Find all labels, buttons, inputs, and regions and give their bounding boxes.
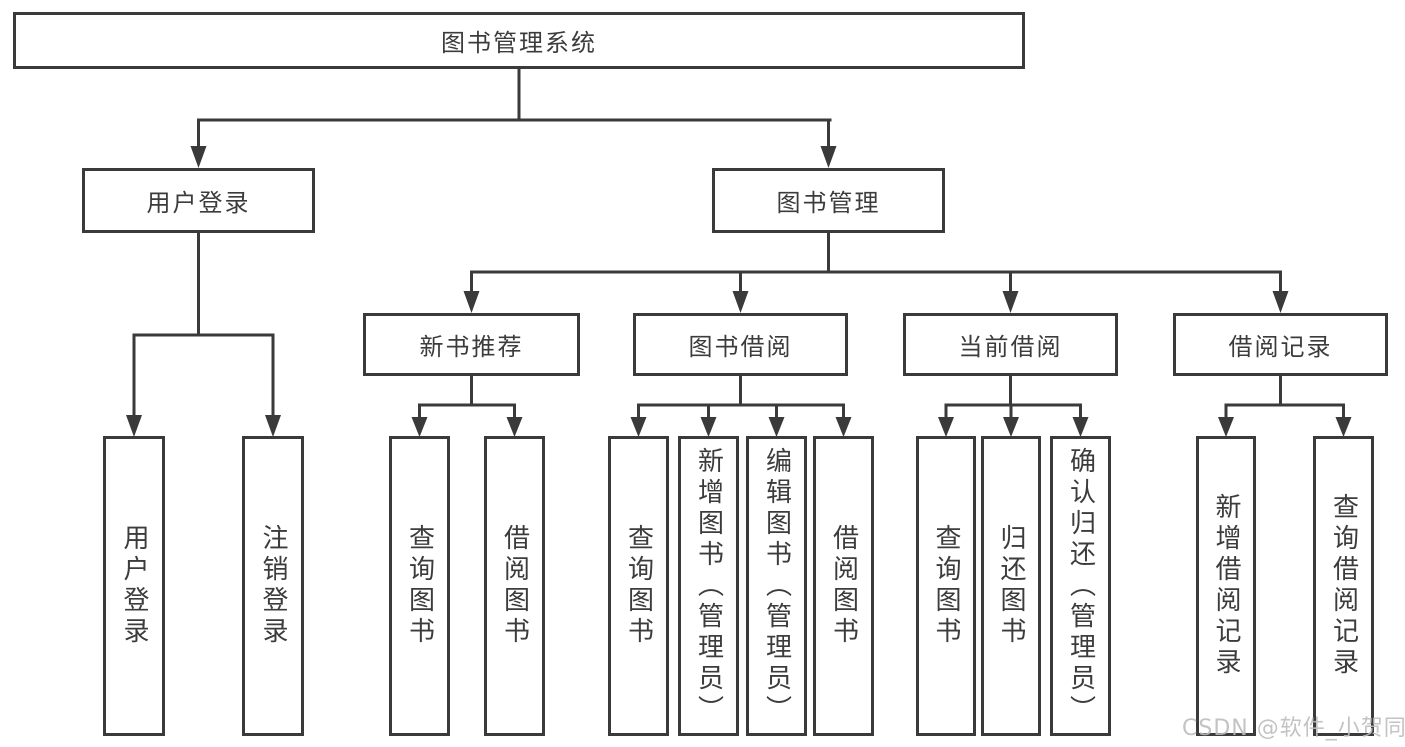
leaf-query-books-borrow: 查询图书 [608,436,669,736]
leaf-logout-label: 注销登录 [258,524,288,648]
leaf-add-books-admin: 新增图书（管理员） [678,436,739,736]
node-borrowing-records: 借阅记录 [1173,313,1388,376]
leaf-borrow-books-recommend: 借阅图书 [484,436,545,736]
leaf-user-login: 用户登录 [103,436,165,736]
leaf-query-books-current: 查询图书 [916,436,976,736]
node-new-book-recommendation: 新书推荐 [363,313,580,376]
node-current-borrowing: 当前借阅 [903,313,1118,376]
leaf-query-books-current-label: 查询图书 [931,524,961,648]
leaf-query-books-borrow-label: 查询图书 [623,524,654,648]
leaf-add-borrow-record: 新增借阅记录 [1196,436,1256,736]
leaf-user-login-label: 用户登录 [119,524,149,648]
leaf-query-books-recommend-label: 查询图书 [404,524,435,648]
leaf-confirm-return-admin: 确认归还（管理员） [1050,436,1111,736]
node-user-login: 用户登录 [82,168,315,233]
csdn-watermark: CSDN @软件_小贺同学 [1182,716,1405,741]
leaf-borrow-books-recommend-label: 借阅图书 [499,524,530,648]
leaf-borrow-books: 借阅图书 [813,436,874,736]
node-book-borrowing: 图书借阅 [633,313,848,376]
leaf-edit-books-admin: 编辑图书（管理员） [746,436,807,736]
leaf-add-books-admin-label: 新增图书（管理员） [693,446,724,726]
leaf-query-books-recommend: 查询图书 [389,436,450,736]
leaf-logout: 注销登录 [242,436,304,736]
node-library-management-system: 图书管理系统 [13,12,1025,69]
leaf-edit-books-admin-label: 编辑图书（管理员） [761,446,792,726]
leaf-return-books-label: 归还图书 [996,524,1026,648]
leaf-query-borrow-record-label: 查询借阅记录 [1328,493,1359,679]
leaf-confirm-return-admin-label: 确认归还（管理员） [1065,446,1096,726]
leaf-borrow-books-label: 借阅图书 [828,524,859,648]
node-book-management: 图书管理 [712,168,945,233]
leaf-query-borrow-record: 查询借阅记录 [1313,436,1374,736]
leaf-add-borrow-record-label: 新增借阅记录 [1211,493,1241,679]
leaf-return-books: 归还图书 [981,436,1041,736]
